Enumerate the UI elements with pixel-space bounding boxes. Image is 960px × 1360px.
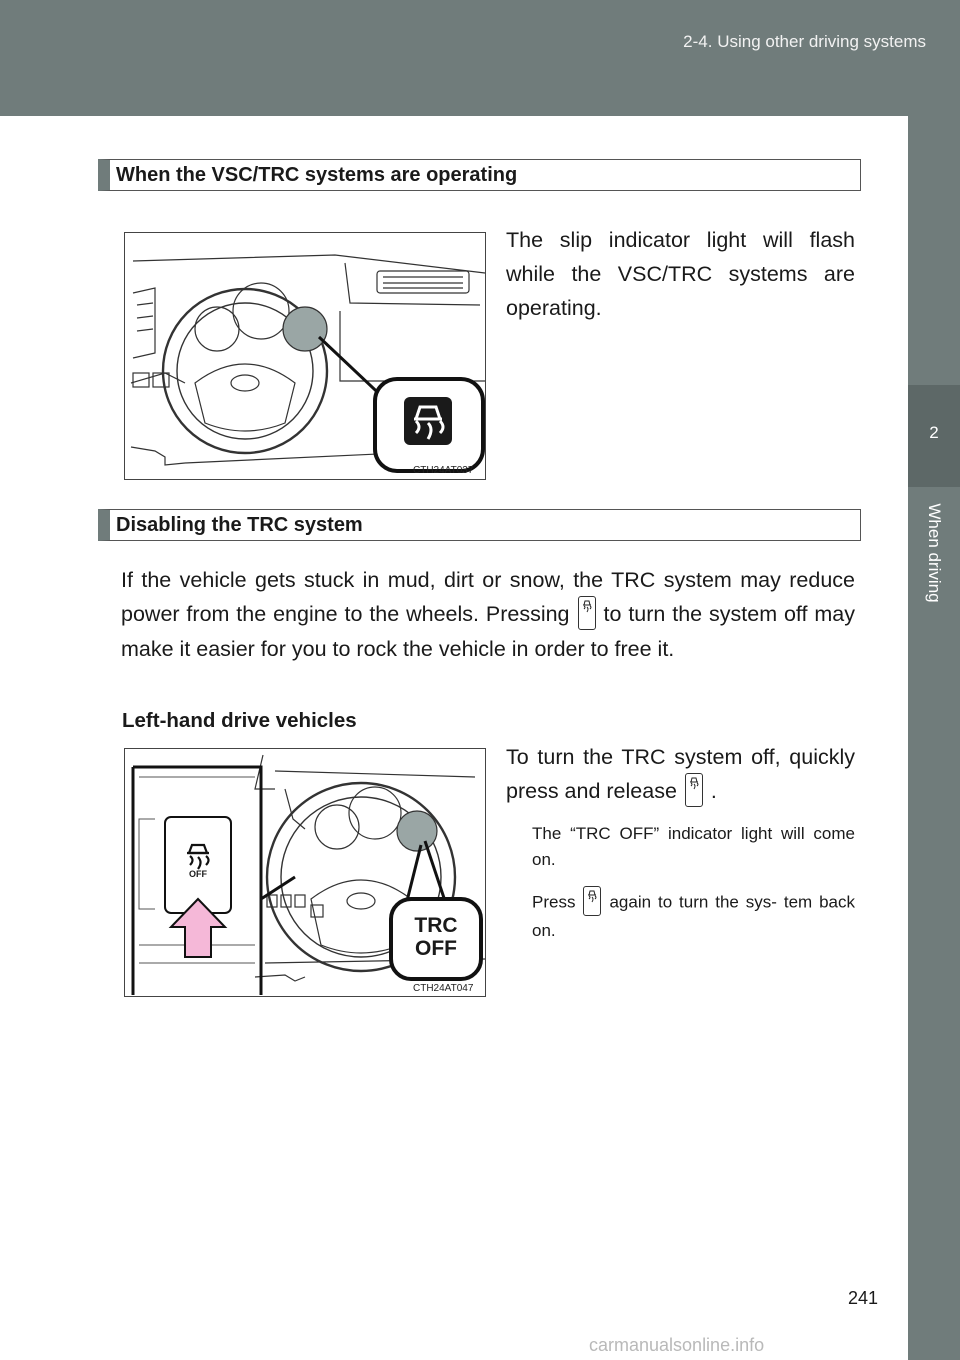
figure-code: CTH24AT047	[413, 983, 474, 994]
trc-off-switch-icon	[583, 886, 602, 916]
note-text-start: Press	[532, 892, 576, 912]
dashboard-illustration	[130, 254, 485, 473]
page-number: 241	[848, 1288, 879, 1308]
trc-off-switch-icon	[684, 773, 703, 808]
section-heading-vsc-trc-operating: When the VSC/TRC systems are operating	[98, 159, 861, 191]
left-hand-drive-subheading: Left-hand drive vehicles	[122, 709, 357, 732]
disabling-trc-paragraph: If the vehicle gets stuck in mud, dirt o…	[121, 563, 855, 666]
side-tab-number: 2	[929, 423, 939, 442]
paragraph-text-start: If the vehicle gets stuck in mud, dirt o…	[121, 568, 855, 626]
paragraph-text-end: to turn the system off may make it easie…	[121, 602, 855, 662]
header-bar	[0, 0, 960, 116]
instruction-text: To turn the TRC system off, quickly pres…	[506, 745, 855, 803]
trc-off-switch-icon	[577, 596, 596, 631]
side-tab-label: When driving	[925, 503, 944, 603]
side-tab	[908, 116, 960, 1360]
note-indicator-on: The “TRC OFF” indicator light will come …	[532, 824, 855, 869]
trc-off-instruction: To turn the TRC system off, quickly pres…	[506, 740, 855, 809]
switch-off-label: OFF	[189, 869, 207, 879]
watermark: carmanualsonline.info	[589, 1335, 765, 1355]
instruction-end: .	[710, 779, 717, 803]
figure-trc-off-switch: OFF TRC OFF CTH24AT047	[124, 748, 486, 997]
side-tab-number-box	[908, 385, 960, 487]
trc-off-illustration	[131, 754, 485, 995]
header-title: 2-4. Using other driving systems	[683, 32, 926, 51]
figure-dashboard-slip-indicator: CTH24AT037	[124, 232, 486, 480]
figure-code: CTH24AT037	[413, 465, 474, 476]
section-heading-disabling-trc: Disabling the TRC system	[98, 509, 861, 541]
callout-line-1: TRC	[414, 914, 458, 937]
slip-indicator-description: The slip indicator light will flash whil…	[506, 228, 855, 320]
trc-off-callout: TRC OFF	[391, 914, 481, 960]
note-text-end: again to turn the sys- tem back on.	[532, 892, 855, 940]
callout-line-2: OFF	[415, 937, 457, 960]
